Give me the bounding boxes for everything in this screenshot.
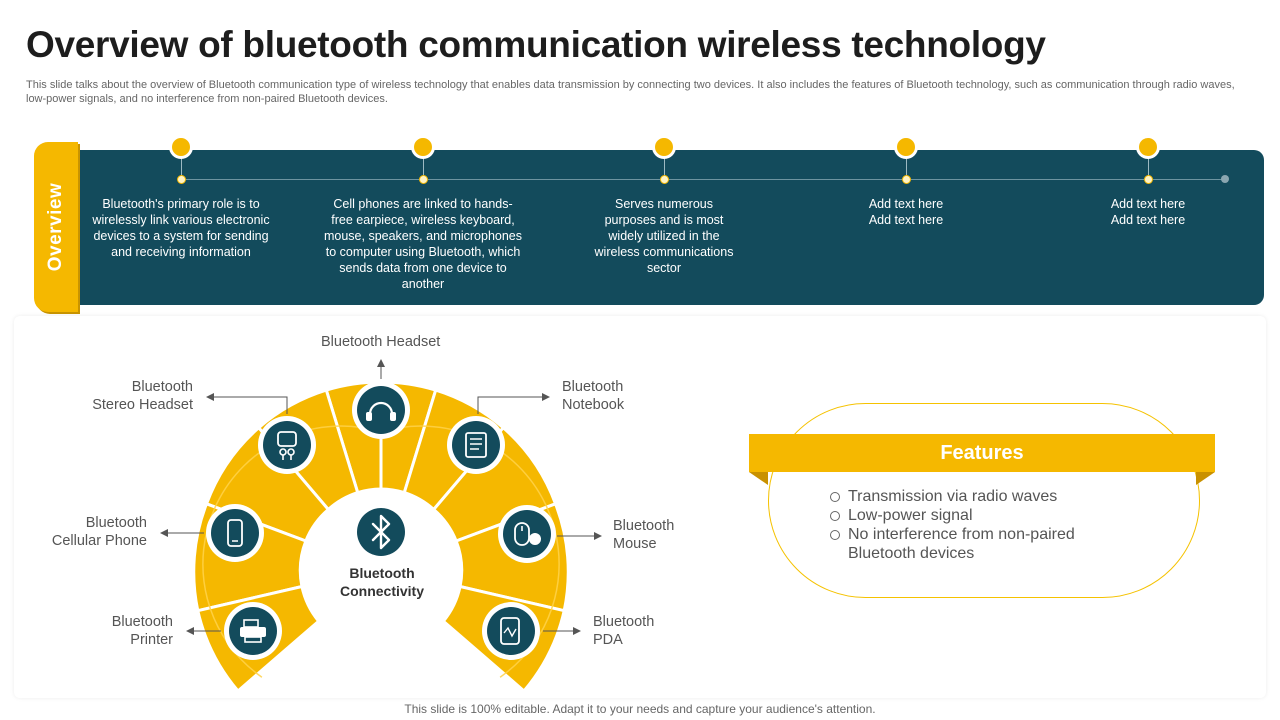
timeline-step-text: Cell phones are linked to hands-free ear… (323, 197, 523, 291)
notebook-icon (447, 416, 505, 474)
device-label-headset: Bluetooth Headset (321, 334, 441, 350)
timeline-line (181, 179, 1227, 180)
timeline-stem (423, 155, 424, 179)
connector-arrows (160, 359, 602, 635)
banner-fold-left (749, 472, 768, 485)
feature-item: Low-power signal (830, 506, 1130, 525)
page-subtitle: This slide talks about the overview of B… (26, 79, 1235, 105)
features-box (768, 403, 1200, 598)
timeline-stem (1148, 155, 1149, 179)
timeline-marker (894, 135, 918, 159)
timeline-node (418, 175, 428, 184)
features-list: Transmission via radio waves Low-power s… (830, 487, 1130, 563)
mouse-icon (498, 505, 556, 563)
feature-item: Transmission via radio waves (830, 487, 1130, 506)
printer-icon (224, 602, 282, 660)
timeline-stem (906, 155, 907, 179)
timeline-marker (652, 135, 676, 159)
features-banner (749, 434, 1215, 472)
center-label: Bluetooth Connectivity (339, 565, 424, 599)
phone-icon (206, 504, 264, 562)
banner-fold-right (1196, 472, 1215, 485)
timeline-step-text: Serves numerous purposes and is most wid… (594, 197, 734, 275)
device-label-mouse: Bluetooth Mouse (613, 518, 675, 552)
timeline-node (659, 175, 669, 184)
timeline-step-text: Add text here Add text here (1110, 197, 1186, 227)
overview-tab (34, 142, 78, 312)
timeline-marker (169, 135, 193, 159)
timeline-node (176, 175, 186, 184)
footer-note: This slide is 100% editable. Adapt it to… (404, 702, 876, 716)
timeline-step-text: Bluetooth's primary role is to wirelessl… (92, 197, 270, 259)
device-label-pda: Bluetooth PDA (593, 614, 655, 648)
headset-icon (352, 381, 410, 439)
pda-icon (482, 602, 540, 660)
page-title: Overview of bluetooth communication wire… (26, 24, 1046, 65)
timeline-node (1143, 175, 1153, 184)
timeline-step-text: Add text here Add text here (868, 197, 944, 227)
device-label-printer: Bluetooth Printer (111, 614, 173, 648)
arc-ring (192, 380, 570, 694)
center-circle (311, 500, 451, 640)
device-label-cellular-phone: Bluetooth Cellular Phone (51, 515, 147, 549)
timeline-stem (181, 155, 182, 179)
overview-band (38, 150, 1264, 305)
features-title: Features (940, 442, 1024, 464)
bluetooth-icon (357, 508, 405, 556)
timeline-marker (1136, 135, 1160, 159)
timeline-marker (411, 135, 435, 159)
timeline-stem (664, 155, 665, 179)
device-label-notebook: Bluetooth Notebook (562, 379, 625, 413)
timeline-end-dot (1221, 175, 1229, 183)
timeline-node (901, 175, 911, 184)
feature-item: No interference from non-paired Bluetoot… (830, 525, 1130, 563)
earbuds-icon (258, 416, 316, 474)
device-label-stereo-headset: Bluetooth Stereo Headset (92, 379, 193, 413)
